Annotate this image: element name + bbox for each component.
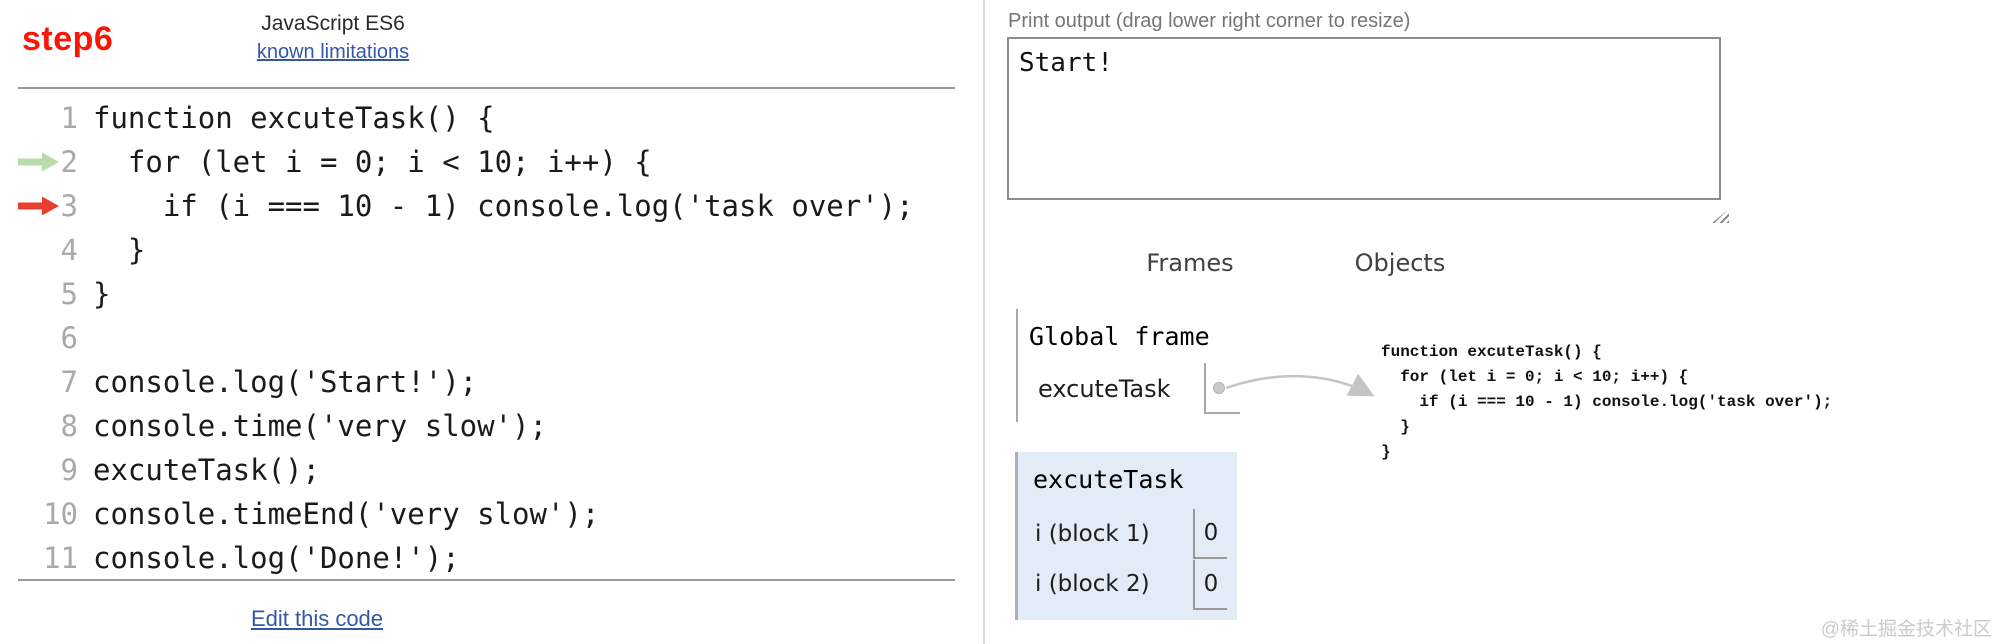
pointer-dot-icon — [1213, 382, 1225, 394]
code-text: for (let i = 0; i < 10; i++) { — [93, 145, 652, 179]
function-frame: excuteTask i (block 1) 0 i (block 2) 0 — [1015, 452, 1237, 620]
header-center: JavaScript ES6 known limitations — [133, 12, 533, 64]
variable-name: excuteTask — [1038, 375, 1171, 403]
language-title: JavaScript ES6 — [261, 12, 405, 35]
code-text: if (i === 10 - 1) console.log('task over… — [93, 189, 914, 223]
print-output-area[interactable]: Start! — [1007, 37, 1721, 200]
frames-header: Frames — [1146, 249, 1234, 277]
objects-header: Objects — [1354, 249, 1446, 277]
code-line: 5} — [0, 272, 970, 316]
line-number: 11 — [43, 541, 78, 575]
code-text: } — [93, 233, 146, 267]
panel-divider — [983, 0, 985, 644]
line-number: 7 — [60, 365, 78, 399]
code-text: console.timeEnd('very slow'); — [93, 497, 600, 531]
code-line: 8 console.time('very slow'); — [0, 404, 970, 448]
pointer-cell — [1204, 363, 1240, 414]
code-bottom-divider — [18, 579, 955, 581]
variable-value: 0 — [1193, 509, 1227, 559]
red-arrow-icon — [18, 196, 59, 216]
code-text: } — [93, 277, 111, 311]
code-line: 10 console.timeEnd('very slow'); — [0, 492, 970, 536]
edit-code-link[interactable]: Edit this code — [250, 606, 384, 631]
code-line: 2 for (let i = 0; i < 10; i++) { — [0, 140, 970, 184]
code-line: 11 console.log('Done!'); — [0, 536, 970, 580]
code-text: excuteTask(); — [93, 453, 320, 487]
variable-name: i (block 1) — [1035, 521, 1150, 547]
watermark: @稀土掘金技术社区 — [1820, 619, 1992, 640]
line-number: 1 — [60, 101, 78, 135]
line-number: 6 — [60, 321, 78, 355]
known-limitations-link[interactable]: known limitations — [256, 41, 410, 63]
code-text: console.log('Start!'); — [93, 365, 478, 399]
line-number: 3 — [60, 189, 78, 223]
code-text: console.log('Done!'); — [93, 541, 460, 575]
line-number: 4 — [60, 233, 78, 267]
line-number: 2 — [60, 145, 78, 179]
global-frame: Global frame excuteTask — [1016, 309, 1248, 422]
code-line: 7 console.log('Start!'); — [0, 360, 970, 404]
heap-function-code: function excuteTask() { for (let i = 0; … — [1381, 343, 1833, 461]
global-frame-title: Global frame — [1029, 322, 1210, 351]
code-line: 6 — [0, 316, 970, 360]
step-label: step6 — [22, 20, 114, 58]
code-top-divider — [18, 87, 955, 89]
green-arrow-icon — [18, 152, 59, 172]
print-output-label: Print output (drag lower right corner to… — [1008, 10, 1411, 32]
code-text: console.time('very slow'); — [93, 409, 547, 443]
code-line: 9 excuteTask(); — [0, 448, 970, 492]
line-number: 9 — [60, 453, 78, 487]
code-line: 1 function excuteTask() { — [0, 96, 970, 140]
line-number: 5 — [60, 277, 78, 311]
code-line: 3 if (i === 10 - 1) console.log('task ov… — [0, 184, 970, 228]
code-lines: 1 function excuteTask() { 2 for (let i = 0… — [0, 96, 970, 580]
line-number: 8 — [60, 409, 78, 443]
edit-code-wrap: Edit this code — [117, 606, 517, 632]
variable-value: 0 — [1193, 560, 1227, 610]
function-frame-title: excuteTask — [1033, 465, 1184, 494]
line-number: 10 — [43, 497, 78, 531]
variable-name: i (block 2) — [1035, 571, 1150, 597]
code-line: 4 } — [0, 228, 970, 272]
code-text: function excuteTask() { — [93, 101, 495, 135]
resize-grip-icon[interactable] — [1712, 209, 1729, 223]
